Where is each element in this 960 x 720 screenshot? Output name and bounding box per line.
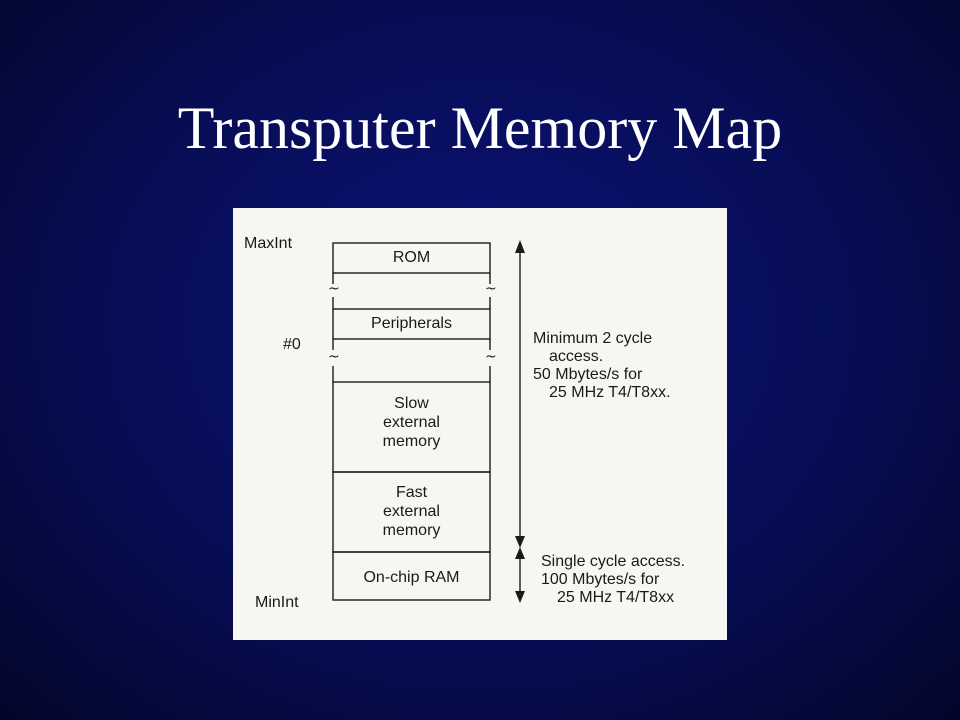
arrow-head-mid-up xyxy=(515,547,525,559)
fast-memory-line: memory xyxy=(382,522,441,539)
slow-memory-line: Slow xyxy=(394,395,429,412)
peripherals-block xyxy=(332,308,491,340)
minint-label: MinInt xyxy=(255,594,299,611)
note-line: 25 MHz T4/T8xx. xyxy=(549,384,671,401)
onchip-ram-label: On-chip RAM xyxy=(363,569,460,586)
memory-map-lines xyxy=(332,240,525,603)
maxint-label: MaxInt xyxy=(244,235,293,252)
rom-block xyxy=(332,242,491,274)
break-mark: ~ xyxy=(328,281,340,297)
slow-memory-label: Slow external memory xyxy=(333,394,490,451)
slide-title: Transputer Memory Map xyxy=(177,95,783,161)
break-mark: ~ xyxy=(485,349,497,365)
note-line: 25 MHz T4/T8xx xyxy=(557,589,675,606)
peripherals-label: Peripherals xyxy=(371,315,452,332)
arrow-head-top xyxy=(515,240,525,253)
arrow-head-bottom xyxy=(515,591,525,603)
arrow-head-mid-down xyxy=(515,536,525,548)
note-line: Single cycle access. xyxy=(541,553,686,570)
slow-memory-line: memory xyxy=(382,433,441,450)
note-line: Minimum 2 cycle xyxy=(533,330,653,347)
break-mark: ~ xyxy=(485,281,497,297)
slow-memory-line: external xyxy=(383,414,440,431)
onchip-access-note: Single cycle access. 100 Mbytes/s for 25… xyxy=(541,553,685,607)
fast-memory-line: Fast xyxy=(395,484,428,501)
note-line: access. xyxy=(549,348,604,365)
memory-map-diagram: ~ ~ ~ ~ MaxInt #0 MinInt ROM Peripherals… xyxy=(233,208,727,640)
zero-address-label: #0 xyxy=(283,336,301,353)
note-line: 100 Mbytes/s for xyxy=(541,571,660,588)
note-line: 50 Mbytes/s for xyxy=(533,366,643,383)
break-mark: ~ xyxy=(328,349,340,365)
fast-memory-line: external xyxy=(383,503,440,520)
fast-memory-label: Fast external memory xyxy=(333,483,490,540)
external-access-note: Minimum 2 cycle access. 50 Mbytes/s for … xyxy=(533,330,671,402)
onchip-ram-block xyxy=(332,551,491,601)
rom-label: ROM xyxy=(392,249,431,266)
